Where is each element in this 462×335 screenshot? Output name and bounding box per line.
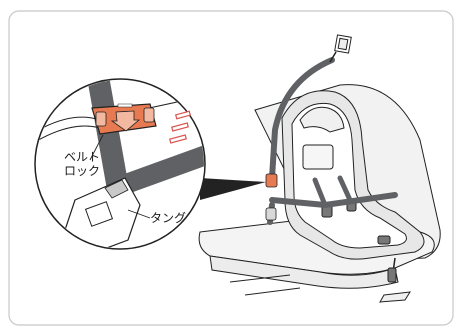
crotch-buckle <box>378 236 390 244</box>
magnified-callout <box>30 60 220 255</box>
belt-lock-clip-small <box>266 174 277 187</box>
callout-pointer <box>200 178 266 200</box>
tongue-label: タング <box>150 211 186 225</box>
belt-lock-label: ベルト ロック <box>64 150 100 178</box>
belt-anchor <box>330 35 351 62</box>
belt-lock-label-line2: ロック <box>64 164 100 178</box>
belt-lock-label-line1: ベルト <box>64 150 100 164</box>
seat-belt-tongue-small <box>266 208 276 220</box>
chest-pad <box>303 145 333 169</box>
